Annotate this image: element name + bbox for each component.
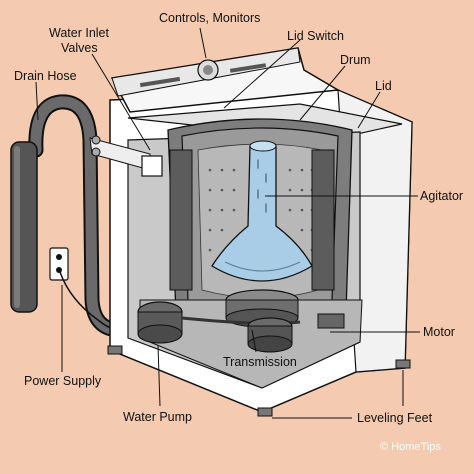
washing-machine-illustration bbox=[89, 47, 413, 417]
drain-hose-icon bbox=[10, 94, 128, 338]
leader-lines bbox=[35, 27, 420, 419]
credit-label: © HomeTips bbox=[380, 441, 441, 453]
label-water-inlet-line1: Water Inlet bbox=[49, 26, 110, 40]
label-agitator: Agitator bbox=[420, 189, 463, 203]
label-lid-switch: Lid Switch bbox=[287, 29, 344, 43]
label-drum: Drum bbox=[340, 53, 371, 67]
label-lid: Lid bbox=[375, 79, 392, 93]
label-transmission: Transmission bbox=[223, 355, 297, 369]
label-drain-hose: Drain Hose bbox=[14, 69, 77, 83]
label-water-pump: Water Pump bbox=[123, 410, 192, 424]
labels: Controls, Monitors Water Inlet Valves Li… bbox=[14, 11, 463, 453]
label-power-supply: Power Supply bbox=[24, 374, 102, 388]
label-controls: Controls, Monitors bbox=[159, 11, 260, 25]
label-leveling-feet: Leveling Feet bbox=[357, 411, 433, 425]
label-motor: Motor bbox=[423, 325, 455, 339]
label-water-inlet-line2: Valves bbox=[61, 41, 98, 55]
